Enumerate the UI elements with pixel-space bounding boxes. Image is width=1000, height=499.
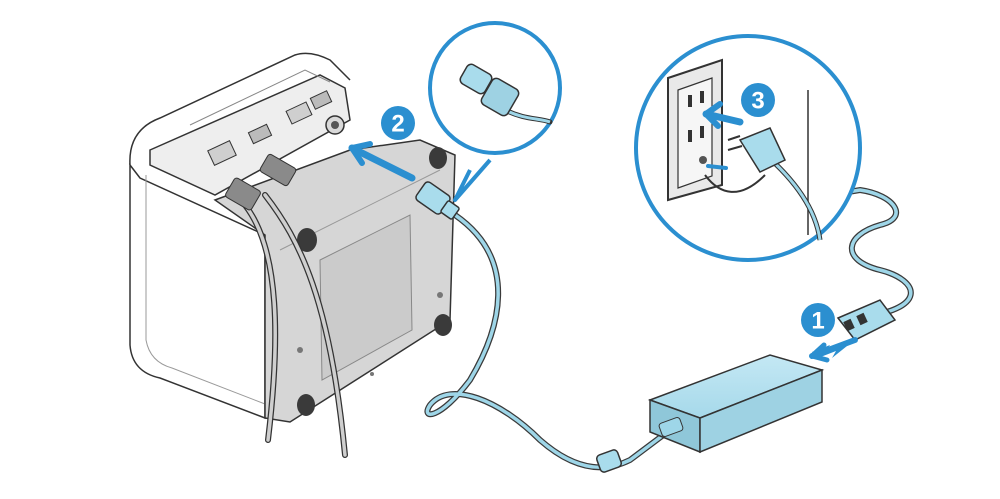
ac-adapter-inlet xyxy=(836,299,897,341)
dc-plug xyxy=(415,181,460,220)
printer xyxy=(129,52,456,458)
dc-cable xyxy=(424,212,673,471)
callout-wall-outlet xyxy=(634,34,862,262)
callout-dc-plug xyxy=(428,21,562,202)
ferrite-core xyxy=(595,449,623,473)
svg-text:1: 1 xyxy=(811,308,824,335)
step-badge-2: 2 xyxy=(381,106,415,140)
svg-text:2: 2 xyxy=(391,111,404,138)
printer-data-cables xyxy=(242,192,348,458)
step-badge-1: 1 xyxy=(801,303,835,337)
printer-feet xyxy=(297,147,452,416)
ac-adapter xyxy=(647,354,825,454)
svg-text:3: 3 xyxy=(751,88,764,115)
printer-ports xyxy=(207,90,345,166)
step-badge-3: 3 xyxy=(741,83,775,117)
